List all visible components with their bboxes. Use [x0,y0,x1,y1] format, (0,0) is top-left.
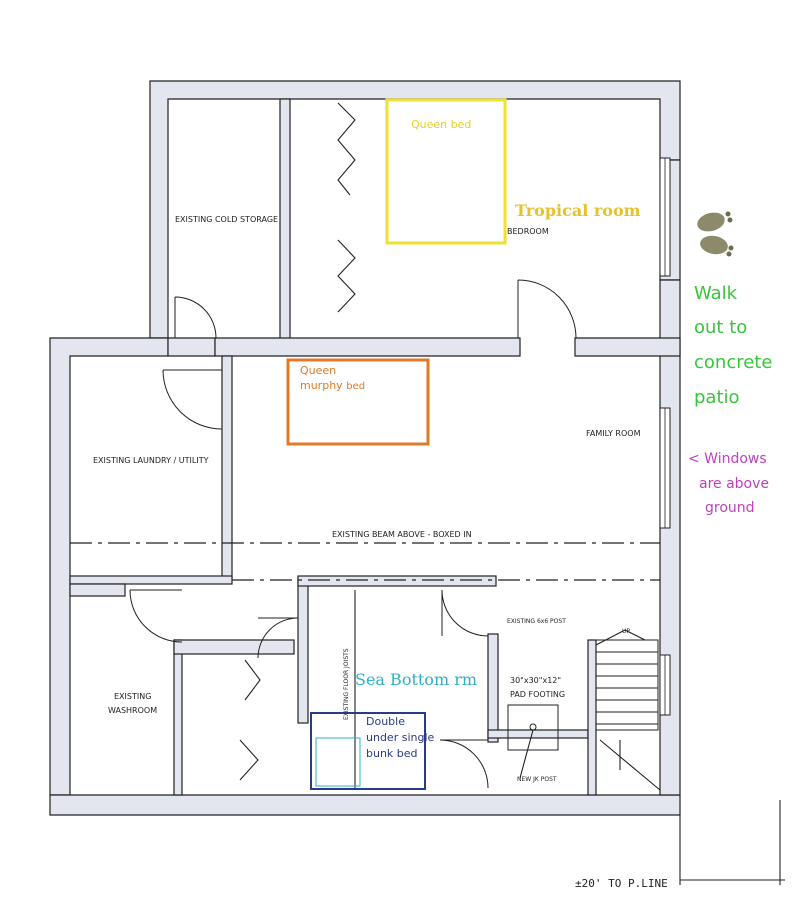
bunk-bed-inner [315,737,361,787]
sea-bottom-label: Sea Bottom rm [355,670,477,689]
beam-label: EXISTING BEAM ABOVE - BOXED IN [332,530,472,539]
windows-label-1: < Windows [688,451,767,467]
staircase [595,629,661,791]
family-window [659,407,671,529]
property-line-dimension [679,800,785,885]
murphy-bed-outline [286,358,430,446]
stair-up-label: UP [622,628,630,635]
pad-label-2: PAD FOOTING [510,690,565,699]
pad-label-1: 30"x30"x12" [510,676,561,685]
pad-footing [507,704,559,779]
queen-bed-label: Queen bed [411,118,471,131]
bed-word: bed [346,381,365,392]
walk-label-3: concrete [694,352,772,373]
washroom-label-2: WASHROOM [108,706,157,715]
jk-post-label: NEW JK POST [517,776,557,783]
walk-label-1: Walk [694,283,738,304]
bedroom-window [659,157,671,277]
bedroom-closet-doors [337,102,356,313]
exterior-walls [49,80,681,816]
family-room-label: FAMILY ROOM [586,429,641,438]
doors [129,279,577,789]
washroom-label-1: EXISTING [114,692,151,701]
tropical-room-label: Tropical room [515,201,641,220]
post-label: EXISTING 6x6 POST [507,618,566,625]
murphy-label-1: Queen [300,364,336,377]
windows-label-3: ground [705,500,755,516]
laundry-label: EXISTING LAUNDRY / UTILITY [93,456,209,465]
queen-bed-outline [385,98,507,245]
floor-joists-label: EXISTING FLOOR JOISTS [343,648,350,720]
murphy-word: murphy [300,379,343,392]
bedroom-label: BEDROOM [507,227,549,236]
interior-walls [69,98,681,796]
bunk-label-1: Double [366,715,405,728]
windows-label-2: are above [699,476,769,492]
property-line-label: ±20' TO P.LINE [575,877,668,890]
bunk-label-2: under single [366,731,435,744]
footprints-icon [697,211,734,257]
stair-window [659,654,671,716]
bunk-bed-outline [310,712,426,790]
cold-storage-label: EXISTING COLD STORAGE [175,215,278,224]
murphy-label-2: murphy bed [300,379,365,392]
walk-label-4: patio [694,387,740,408]
walk-label-2: out to [694,317,747,338]
bunk-label-3: bunk bed [366,747,418,760]
